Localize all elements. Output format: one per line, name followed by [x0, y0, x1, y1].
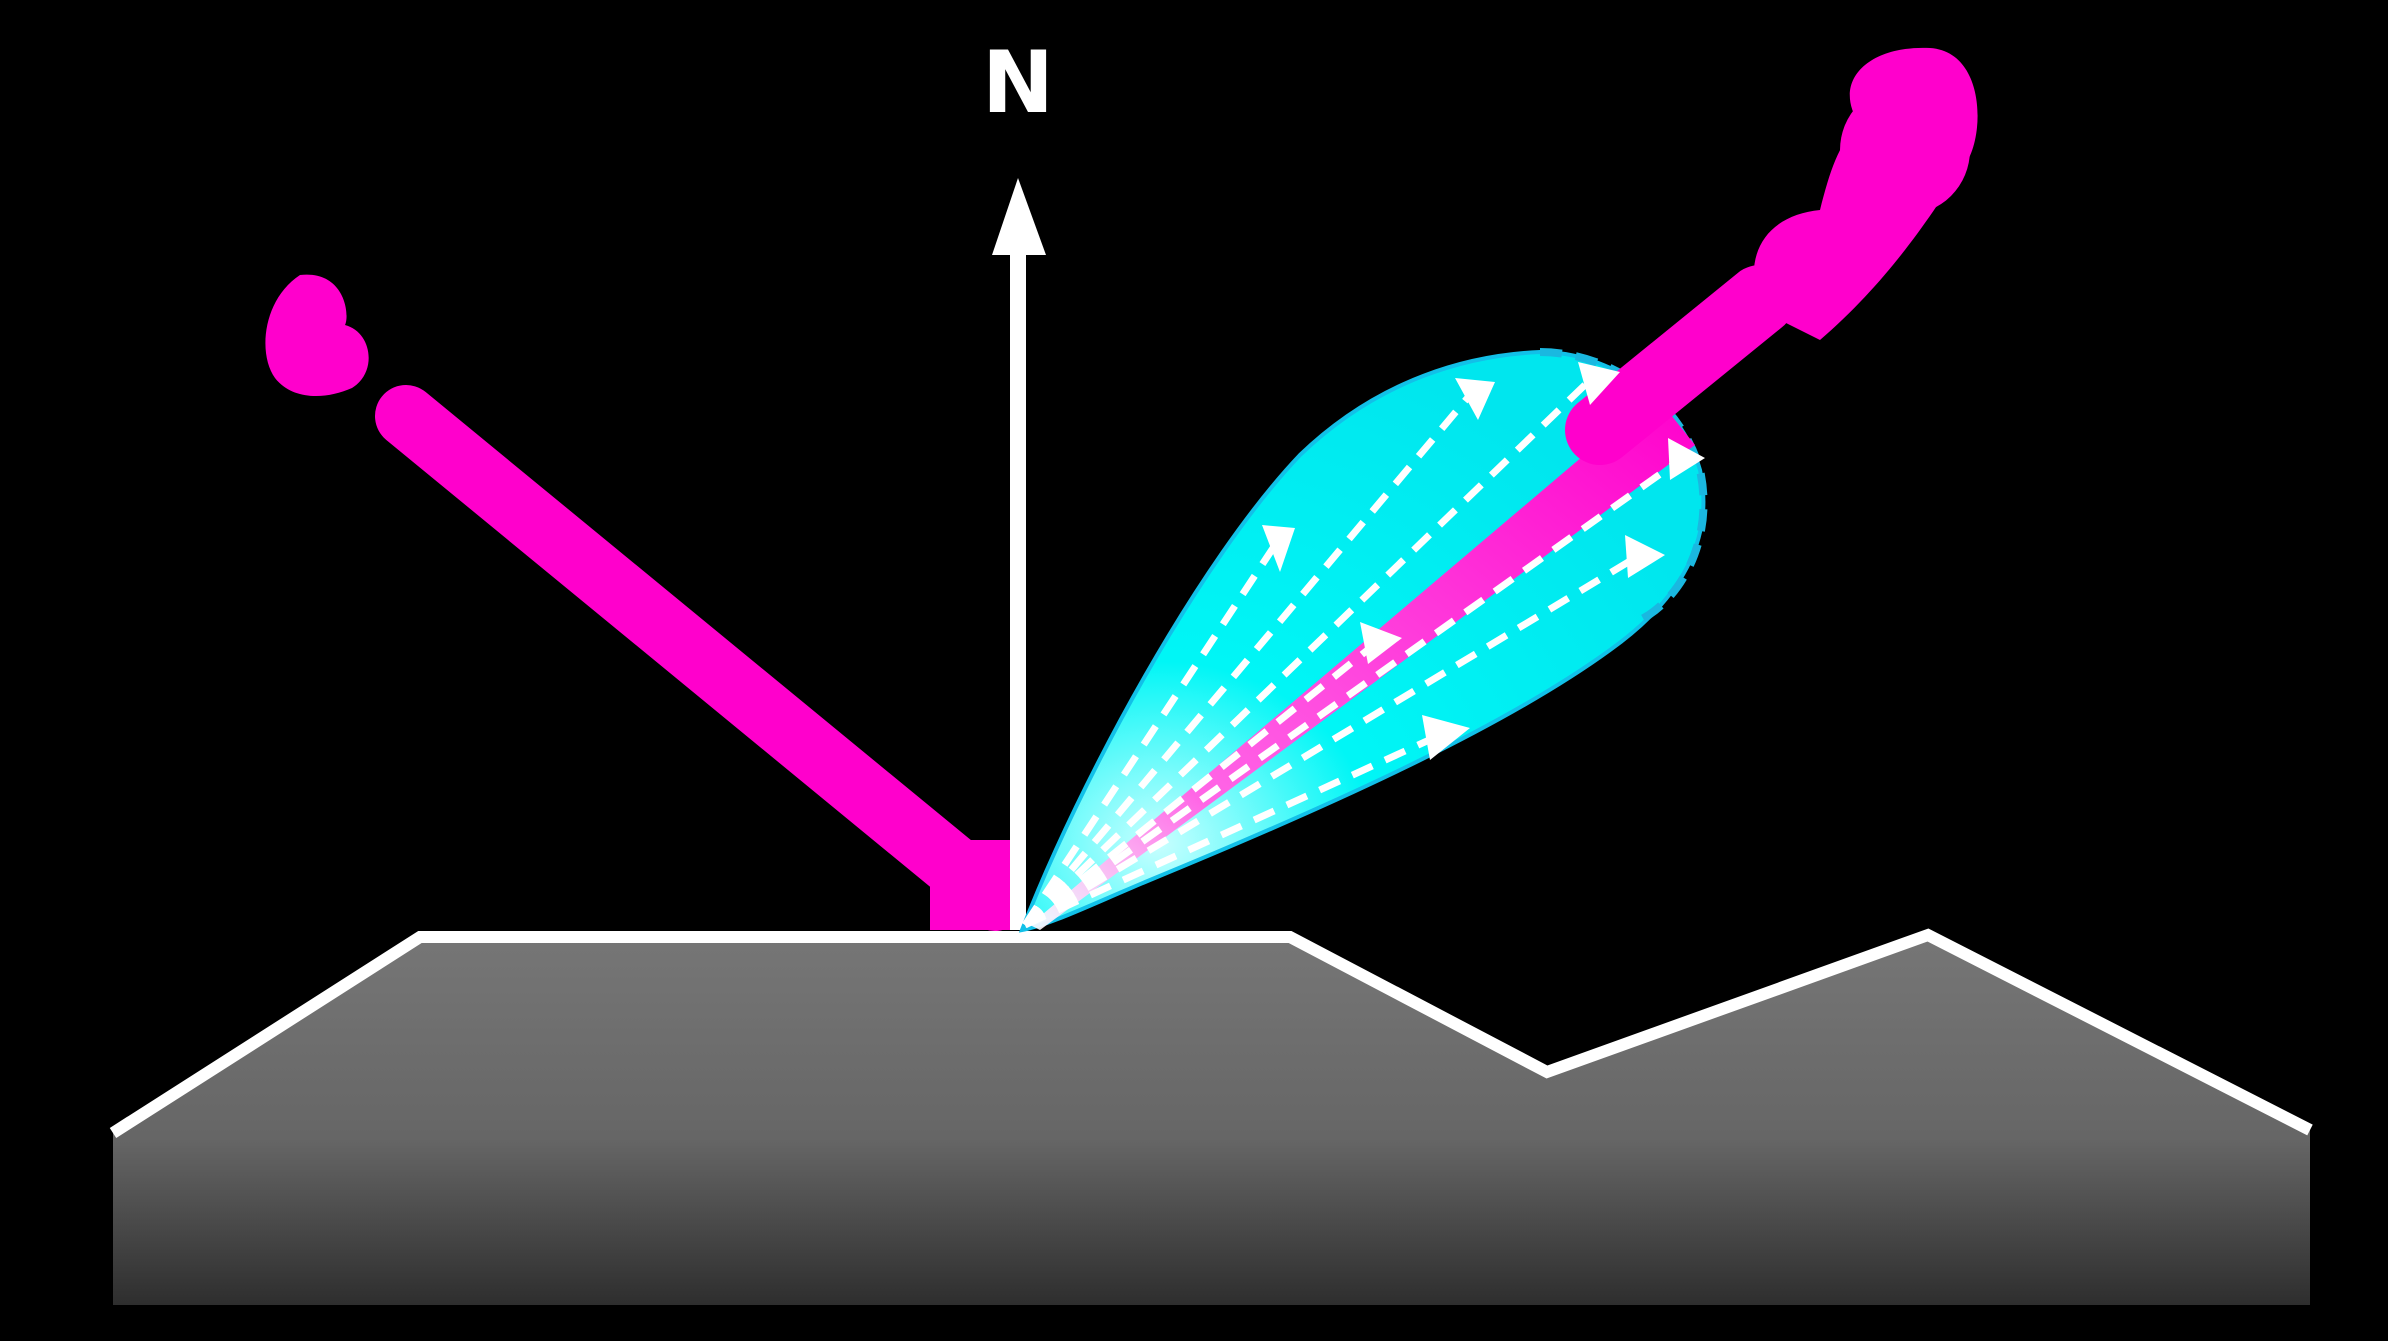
viewer-icon: [1753, 47, 1978, 340]
sample-direction-arrows: [1022, 377, 1683, 929]
light-source-icon: [265, 274, 369, 397]
normal-arrow-icon: [992, 178, 1046, 930]
reflected-ray-icon: [1030, 265, 1795, 930]
sample-arrowheads: [1262, 362, 1705, 760]
normal-label: N: [982, 33, 1054, 133]
incident-ray-icon: [375, 385, 1026, 931]
surface-icon: [109, 928, 2313, 1305]
